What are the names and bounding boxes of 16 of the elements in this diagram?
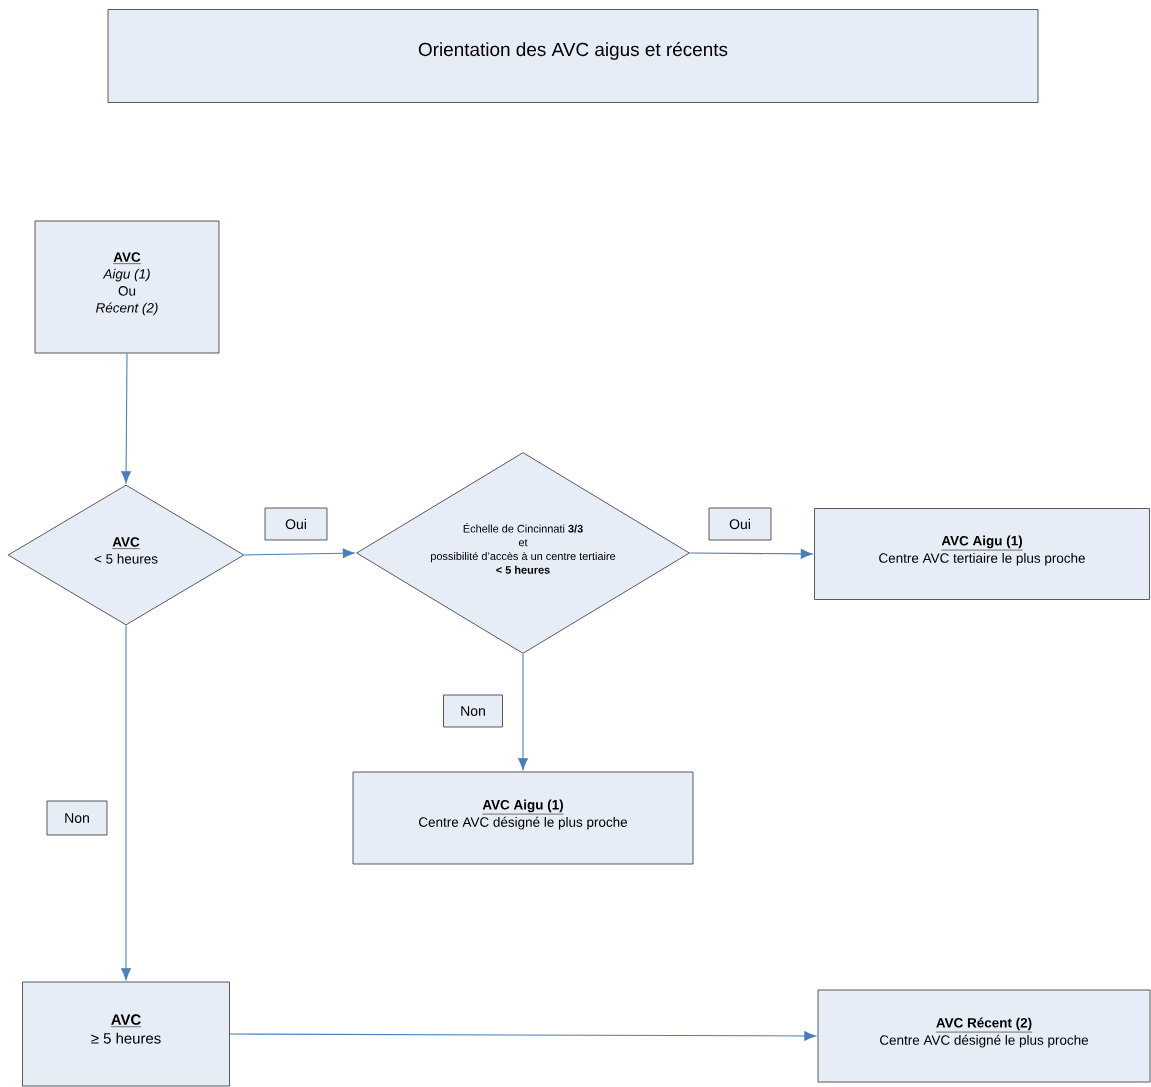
arrow — [121, 624, 131, 981]
arrow — [518, 653, 528, 771]
title-box: Orientation des AVC aigus et récents — [107, 9, 1039, 103]
edge-label: Oui — [708, 507, 772, 541]
arrow — [229, 1031, 817, 1041]
process-box: AVC Aigu (1) Centre AVC désigné le plus proche — [352, 771, 694, 865]
arrow — [689, 549, 813, 559]
process-box: AVC Aigu (1) Ou Récent (2) — [34, 220, 220, 354]
process-box: AVC Aigu (1) Centre AVC tertiaire le plus proche — [814, 508, 1150, 600]
edge-label: Non — [443, 694, 503, 728]
edge-label: Oui — [264, 507, 328, 541]
arrow — [121, 352, 131, 484]
process-box: AVC ≥ 5 heures — [22, 981, 230, 1087]
edge-label: Non — [46, 800, 108, 836]
arrow — [243, 548, 355, 559]
process-box: AVC Récent (2) Centre AVC désigné le plus proche — [817, 989, 1151, 1083]
